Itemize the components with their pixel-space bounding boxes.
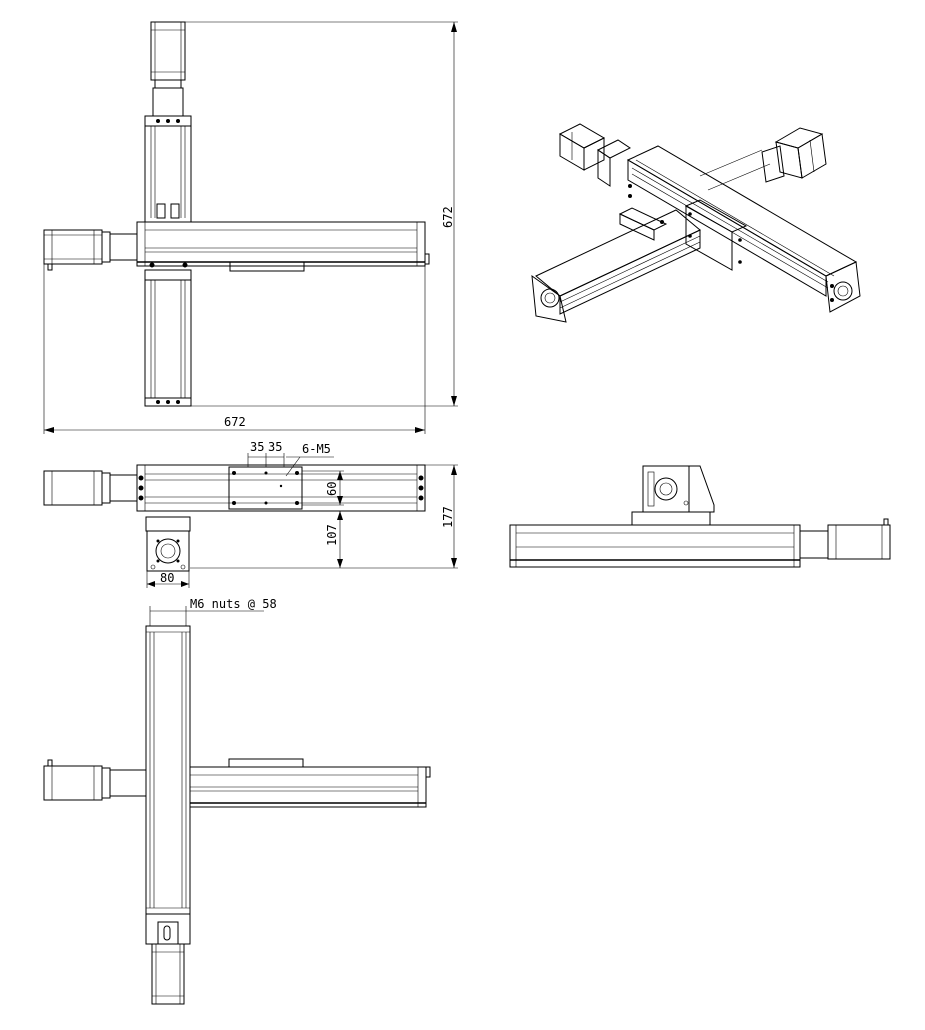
lower-y-rail: [144, 269, 192, 407]
bottom-left-motor: [43, 759, 147, 801]
front-carriage-plate: [228, 466, 303, 510]
x-beam: [136, 221, 430, 272]
left-x-motor: [43, 229, 138, 271]
iso-y-beam: [531, 149, 771, 323]
iso-carriage: [618, 199, 748, 271]
front-y-motor-end: [145, 516, 191, 572]
bottom-view-dimensions: [149, 606, 264, 626]
side-height-label: 177: [441, 506, 455, 528]
top-view: 672 672: [43, 21, 458, 434]
top-motor: [150, 21, 186, 117]
front-left-motor: [43, 470, 138, 506]
offset-107-label: 107: [325, 524, 339, 546]
pitch-b-label: 35: [268, 440, 282, 454]
upper-y-rail: [144, 115, 192, 223]
carriage-height-label: 60: [325, 482, 339, 496]
holes-label: 6-M5: [302, 442, 331, 456]
iso-x-beam: [626, 145, 861, 313]
overall-width-label: 672: [224, 415, 246, 429]
bottom-x-beam: [189, 758, 431, 808]
iso-left-motor: [558, 123, 631, 187]
bottom-y-motor: [151, 921, 185, 1005]
front-x-beam: [136, 464, 426, 512]
iso-right-motor: [761, 127, 827, 183]
front-view: 35 35 6-M5 60 177 107 80: [43, 440, 458, 588]
top-view-dimensions: [43, 21, 458, 434]
pitch-a-label: 35: [250, 440, 264, 454]
bottom-y-rail: [145, 625, 191, 945]
bottom-view: M6 nuts @ 58: [43, 597, 431, 1005]
overall-height-label: 672: [441, 206, 455, 228]
motor-width-label: 80: [160, 571, 174, 585]
nuts-label: M6 nuts @ 58: [190, 597, 277, 611]
isometric-view: [531, 123, 861, 323]
front-view-dimensions: [146, 453, 458, 588]
side-view: [509, 465, 891, 568]
